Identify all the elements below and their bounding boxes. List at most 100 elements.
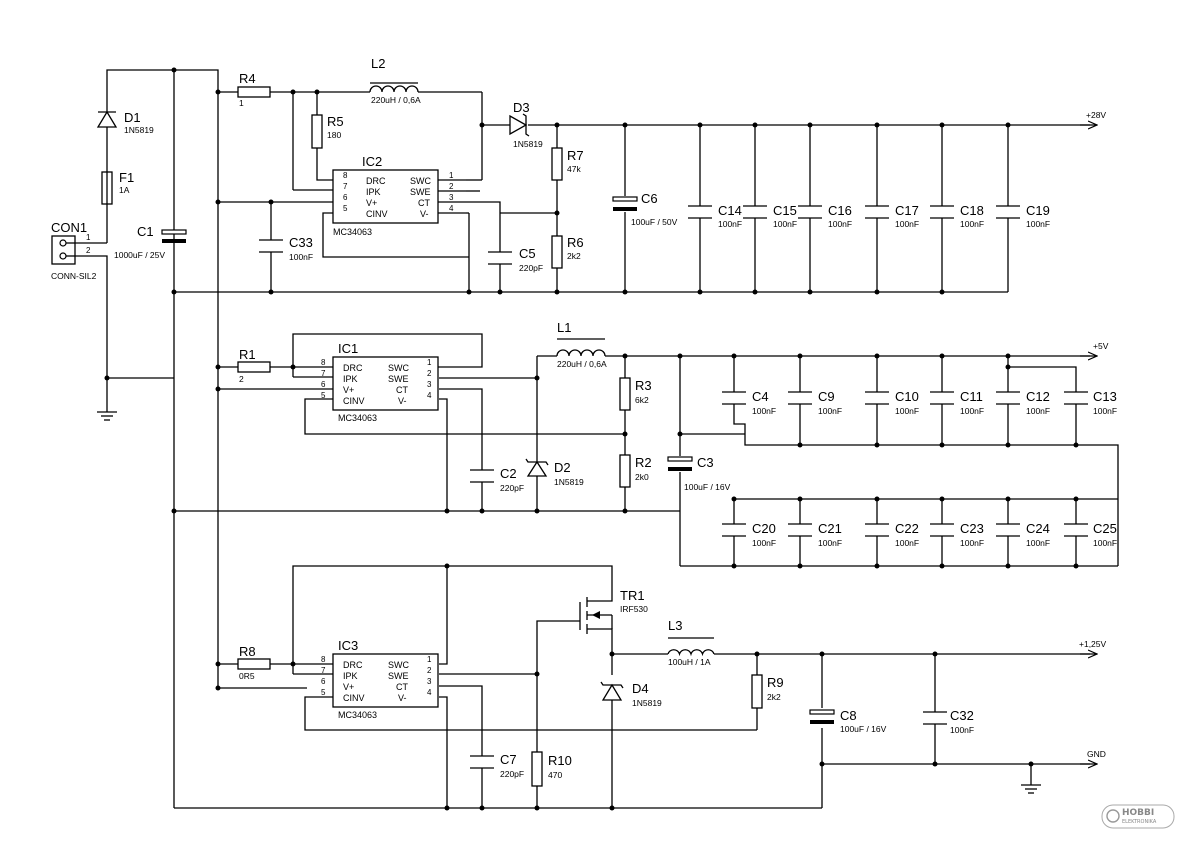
ic1-pin-cinv: CINV: [343, 396, 365, 406]
r3-value: 6k2: [635, 395, 649, 405]
ic3-pin-7-num: 7: [321, 666, 326, 675]
c5-value: 220pF: [519, 263, 543, 273]
c7-value: 220pF: [500, 769, 524, 779]
r4-value: 1: [239, 98, 244, 108]
l3-ref: L3: [668, 618, 682, 633]
c17-value: 100nF: [895, 219, 919, 229]
ic1-pin-1-num: 1: [427, 358, 432, 367]
c32-value: 100nF: [950, 725, 974, 735]
wires: [75, 69, 1119, 809]
c14-ref: C14: [718, 203, 742, 218]
c12-value: 100nF: [1026, 406, 1050, 416]
c13-value: 100nF: [1093, 406, 1117, 416]
ic2-pin-8-num: 8: [343, 171, 348, 180]
ic2-pin-ct: CT: [418, 198, 430, 208]
ic2-pin-cinv: CINV: [366, 209, 388, 219]
d2-diode: D2 1N5819: [525, 458, 584, 487]
c15-capacitor: C15 100nF: [743, 203, 797, 229]
ic1-pin-ct: CT: [396, 385, 408, 395]
c21-value: 100nF: [818, 538, 842, 548]
c23-capacitor: C23 100nF: [930, 521, 984, 548]
c15-ref: C15: [773, 203, 797, 218]
tr1-ref: TR1: [620, 588, 645, 603]
c11-value: 100nF: [960, 406, 984, 416]
r7-ref: R7: [567, 148, 584, 163]
c8-ref: C8: [840, 708, 857, 723]
c4-capacitor: C4 100nF: [722, 389, 776, 416]
ic3-pin-ct: CT: [396, 682, 408, 692]
c24-ref: C24: [1026, 521, 1050, 536]
c25-value: 100nF: [1093, 538, 1117, 548]
c4-value: 100nF: [752, 406, 776, 416]
c2-ref: C2: [500, 466, 517, 481]
c18-value: 100nF: [960, 219, 984, 229]
ic1-pin-swe: SWE: [388, 374, 409, 384]
ic3-pin-1-num: 1: [427, 655, 432, 664]
ic1-pin-swc: SWC: [388, 363, 409, 373]
c8-value: 100uF / 16V: [840, 724, 887, 734]
c12-capacitor: C12 100nF: [996, 389, 1050, 416]
ic3-pin-3-num: 3: [427, 677, 432, 686]
d2-ref: D2: [554, 460, 571, 475]
c8-capacitor: C8 100uF / 16V: [809, 708, 887, 734]
ic1-pin-6-num: 6: [321, 380, 326, 389]
d4-diode: D4 1N5819: [600, 681, 662, 708]
ic3-pin-6-num: 6: [321, 677, 326, 686]
c21-capacitor: C21 100nF: [788, 521, 842, 548]
l1-inductor: L1 220uH / 0,6A: [556, 320, 607, 369]
ic1-value: MC34063: [338, 413, 377, 423]
c19-ref: C19: [1026, 203, 1050, 218]
hobbi-elektronika-logo: HOBBI ELEKTRONIKA: [1101, 804, 1175, 829]
r1-ref: R1: [239, 347, 256, 362]
ic3-pin-2-num: 2: [427, 666, 432, 675]
r9-value: 2k2: [767, 692, 781, 702]
c24-value: 100nF: [1026, 538, 1050, 548]
l2-inductor: L2 220uH / 0,6A: [369, 56, 421, 105]
c16-value: 100nF: [828, 219, 852, 229]
rail-label-1v25: +1,25V: [1079, 639, 1107, 649]
ic3-pin-cinv: CINV: [343, 693, 365, 703]
r6-ref: R6: [567, 235, 584, 250]
c22-ref: C22: [895, 521, 919, 536]
r8-value: 0R5: [239, 671, 255, 681]
ic2-pin-ipk: IPK: [366, 187, 381, 197]
ic2-mc34063: IC2 MC34063 8 7 6 5 DRC IPK V+ CINV SWC …: [332, 154, 466, 237]
ic1-pin-vplus: V+: [343, 385, 354, 395]
c19-value: 100nF: [1026, 219, 1050, 229]
f1-fuse: F1 1A: [101, 170, 134, 205]
junctions: [104, 67, 1079, 811]
c18-capacitor: C18 100nF: [930, 203, 984, 229]
ic3-pin-vplus: V+: [343, 682, 354, 692]
d1-value: 1N5819: [124, 125, 154, 135]
r8-ref: R8: [239, 644, 256, 659]
l2-value: 220uH / 0,6A: [371, 95, 421, 105]
ic3-ref: IC3: [338, 638, 358, 653]
r2-resistor: R2 2k0: [619, 454, 652, 488]
c24-capacitor: C24 100nF: [996, 521, 1050, 548]
ic1-pin-drc: DRC: [343, 363, 363, 373]
ic2-pin-swc: SWC: [410, 176, 431, 186]
c17-capacitor: C17 100nF: [865, 203, 919, 229]
rail-label-gnd: GND: [1087, 749, 1106, 759]
ic3-pin-swc: SWC: [388, 660, 409, 670]
r6-resistor: R6 2k2: [551, 235, 584, 269]
c3-value: 100uF / 16V: [684, 482, 731, 492]
c20-value: 100nF: [752, 538, 776, 548]
r5-resistor: R5 180: [311, 114, 344, 149]
r7-value: 47k: [567, 164, 581, 174]
c32-capacitor: C32 100nF: [923, 708, 974, 735]
ic2-pin-1-num: 1: [449, 171, 454, 180]
ic2-pin-swe: SWE: [410, 187, 431, 197]
r9-ref: R9: [767, 675, 784, 690]
c9-capacitor: C9 100nF: [788, 389, 842, 416]
c13-ref: C13: [1093, 389, 1117, 404]
c20-ref: C20: [752, 521, 776, 536]
c11-capacitor: C11 100nF: [930, 389, 984, 416]
ground-symbol-left: [97, 411, 117, 421]
d1-ref: D1: [124, 110, 141, 125]
ic3-pin-5-num: 5: [321, 688, 326, 697]
watermark-subtext: ELEKTRONIKA: [1122, 819, 1157, 825]
ic3-pin-8-num: 8: [321, 655, 326, 664]
d3-ref: D3: [513, 100, 530, 115]
